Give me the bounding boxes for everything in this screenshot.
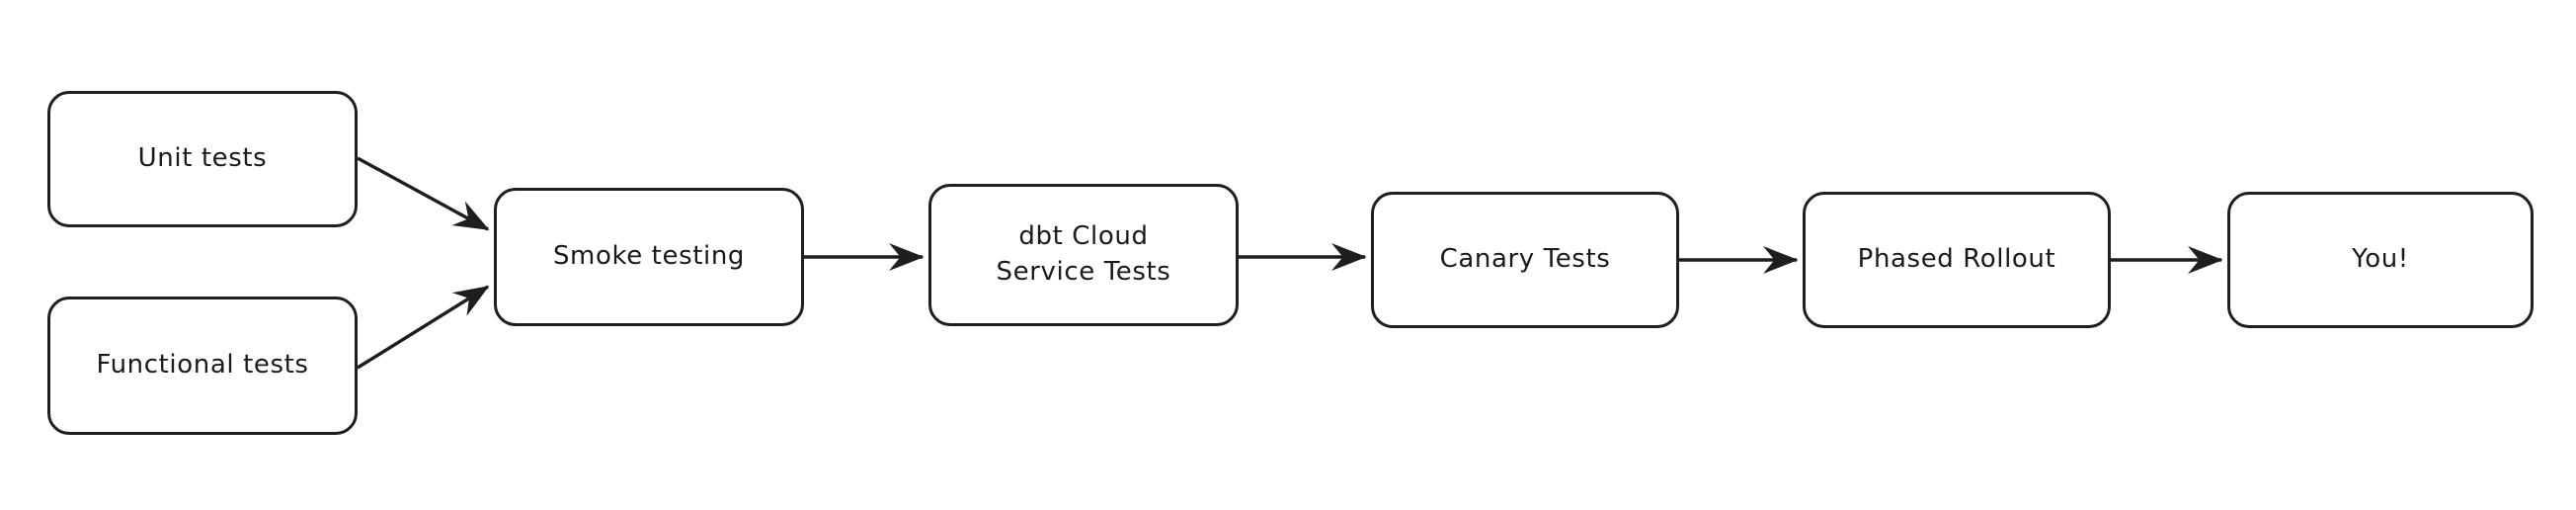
node-label: Phased Rollout (1857, 244, 2056, 275)
node-smoke-testing[interactable]: Smoke testing (494, 188, 804, 326)
node-label: Functional tests (96, 350, 309, 381)
node-you[interactable]: You! (2227, 192, 2534, 328)
edge-unit-to-smoke (357, 156, 490, 231)
node-functional-tests[interactable]: Functional tests (47, 297, 358, 435)
node-phased-rollout[interactable]: Phased Rollout (1803, 192, 2111, 328)
node-label: Canary Tests (1439, 244, 1611, 275)
node-label: Unit tests (137, 143, 268, 174)
node-label: You! (2352, 244, 2409, 275)
node-unit-tests[interactable]: Unit tests (47, 91, 358, 227)
edge-functional-to-smoke (357, 285, 490, 370)
node-dbt-cloud-service-tests[interactable]: dbt Cloud Service Tests (928, 184, 1239, 326)
node-label: dbt Cloud Service Tests (996, 221, 1171, 287)
node-canary-tests[interactable]: Canary Tests (1371, 192, 1679, 328)
node-label: Smoke testing (552, 241, 746, 272)
